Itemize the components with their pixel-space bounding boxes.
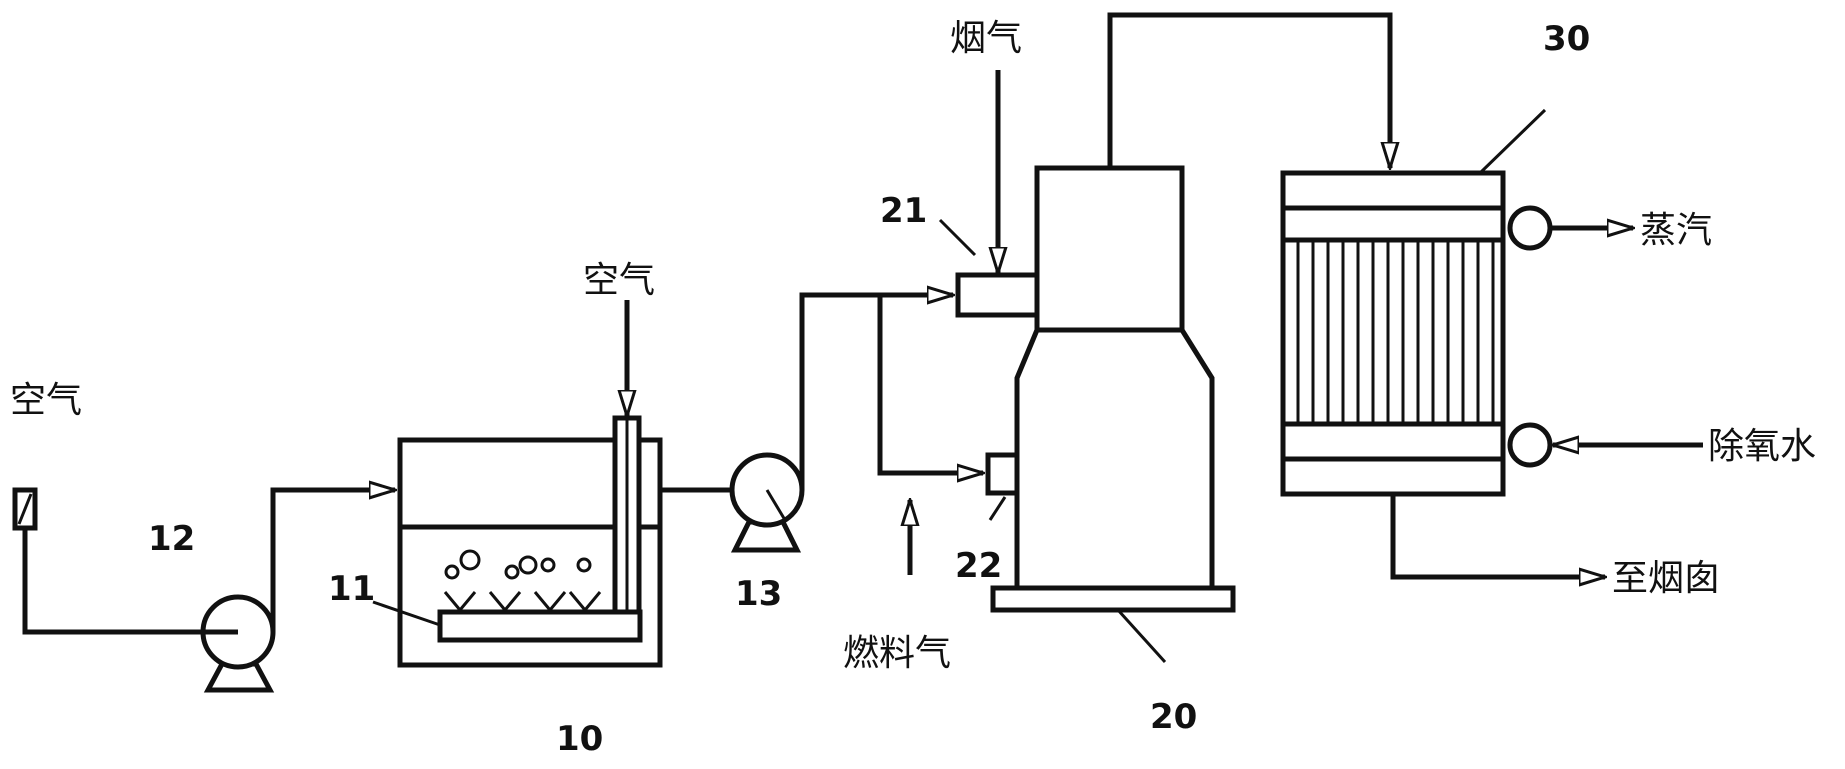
tank-10 — [372, 415, 663, 668]
label-fuel-gas: 燃料气 — [843, 633, 951, 674]
label-flue-gas: 烟气 — [950, 18, 1022, 59]
pipe-to-chimney — [1390, 494, 1605, 577]
pump-12 — [200, 594, 276, 693]
pipe-air-to-pump-12 — [22, 528, 205, 635]
label-10: 10 — [556, 719, 603, 759]
pipe-pump-13-to-burner-21 — [799, 295, 953, 490]
label-steam: 蒸汽 — [1640, 210, 1712, 251]
label-12: 12 — [148, 519, 195, 559]
pump-13 — [729, 452, 805, 553]
label-22: 22 — [955, 546, 1002, 586]
label-13: 13 — [735, 574, 782, 614]
label-30: 30 — [1543, 19, 1590, 59]
label-11: 11 — [328, 569, 375, 609]
pipe-pump-12-to-tank — [270, 490, 395, 632]
boiler-30 — [1280, 108, 1553, 497]
label-21: 21 — [880, 191, 927, 231]
label-to-chimney: 至烟囱 — [1612, 558, 1720, 599]
furnace-20 — [990, 165, 1236, 664]
label-20: 20 — [1150, 697, 1197, 737]
pipe-branch-to-burner-22 — [877, 295, 983, 473]
label-air-tank: 空气 — [583, 260, 655, 301]
label-deoxygenated-water: 除氧水 — [1708, 426, 1816, 467]
air-filter — [12, 487, 38, 531]
pipe-furnace-to-boiler — [1107, 12, 1390, 168]
label-air-left: 空气 — [10, 380, 82, 421]
